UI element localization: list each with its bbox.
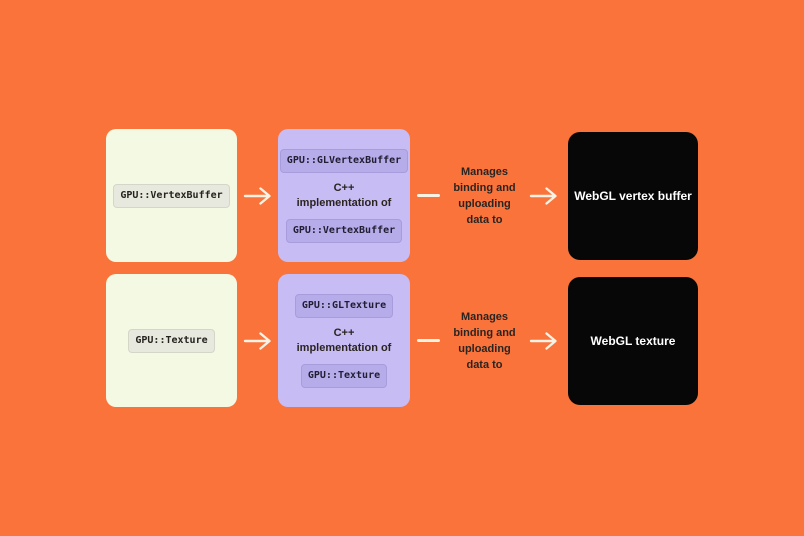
impl-note-line: C++ (333, 326, 355, 339)
impl-note: C++ implementation of (297, 326, 392, 356)
relation-line: uploading (458, 197, 511, 210)
impl-code-chip: GPU::GLTexture (294, 293, 394, 318)
impl-note-line: implementation of (296, 341, 392, 354)
arrow-right-icon (243, 186, 271, 205)
arrow-right-icon (243, 331, 271, 350)
gpu-webgl-flow-diagram: GPU::VertexBuffer GPU::GLVertexBuffer C+… (106, 129, 698, 407)
relation-connector: Manages binding and uploading data to (410, 164, 568, 228)
source-class-box: GPU::VertexBuffer (106, 129, 237, 262)
arrow-right-icon (529, 186, 557, 205)
ref-code-chip: GPU::Texture (300, 363, 388, 388)
flow-row-texture: GPU::Texture GPU::GLTexture C++ implemen… (106, 274, 698, 407)
arrow-zone (237, 185, 278, 207)
impl-code-chip: GPU::GLVertexBuffer (279, 148, 409, 173)
target-box: WebGL vertex buffer (568, 131, 698, 260)
relation-line: Manages (460, 310, 509, 323)
ref-code-chip: GPU::VertexBuffer (285, 218, 403, 243)
source-code-chip: GPU::VertexBuffer (113, 183, 230, 208)
target-box: WebGL texture (568, 276, 698, 405)
relation-label: Manages binding and uploading data to (440, 164, 529, 228)
target-label: WebGL texture (590, 333, 676, 348)
source-code-chip: GPU::Texture (128, 328, 215, 353)
flow-row-vertex-buffer: GPU::VertexBuffer GPU::GLVertexBuffer C+… (106, 129, 698, 262)
connector-line (417, 194, 440, 197)
relation-line: uploading (458, 342, 511, 355)
implementation-box: GPU::GLVertexBuffer C++ implementation o… (278, 129, 410, 262)
relation-label: Manages binding and uploading data to (440, 309, 529, 373)
impl-note-line: implementation of (296, 196, 392, 209)
implementation-box: GPU::GLTexture C++ implementation of GPU… (278, 274, 410, 407)
arrow-right-icon (529, 331, 557, 350)
relation-line: data to (466, 213, 503, 226)
source-class-box: GPU::Texture (106, 274, 237, 407)
relation-line: binding and (453, 326, 516, 339)
relation-line: Manages (460, 165, 509, 178)
relation-line: binding and (453, 181, 516, 194)
impl-note-line: C++ (333, 181, 355, 194)
relation-connector: Manages binding and uploading data to (410, 309, 568, 373)
target-label: WebGL vertex buffer (574, 188, 692, 203)
impl-note: C++ implementation of (297, 181, 392, 211)
connector-line (417, 339, 440, 342)
relation-line: data to (466, 358, 503, 371)
arrow-zone (237, 330, 278, 352)
